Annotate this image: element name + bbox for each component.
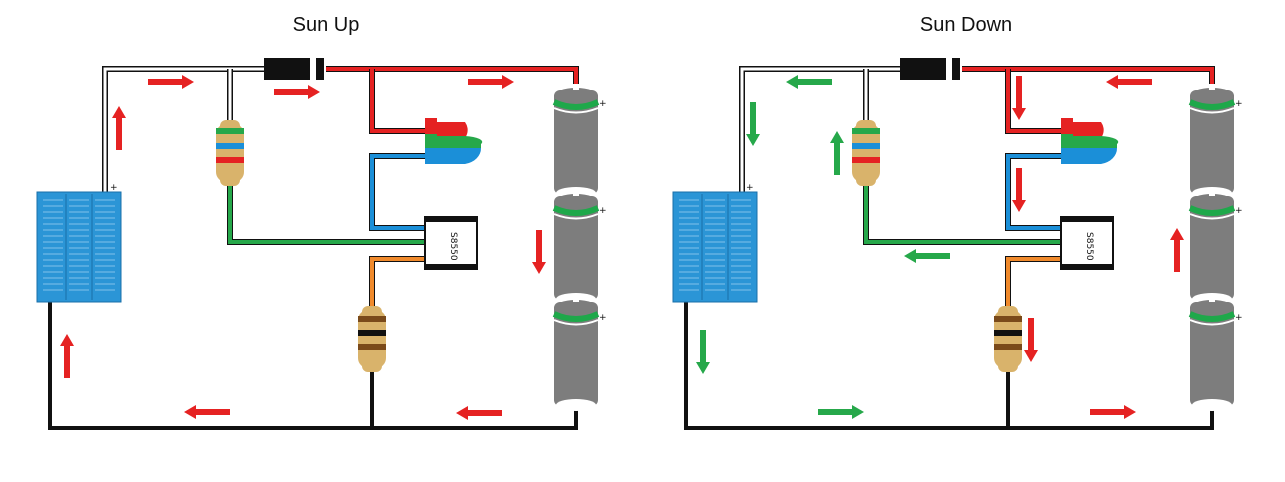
panel-plus-sign: + (110, 183, 118, 193)
arrow-icon (1024, 318, 1038, 362)
wires-left (48, 66, 579, 430)
panel-plus-sign: + (746, 183, 754, 193)
battery-plus-sign: + (1235, 206, 1243, 216)
transistor-label: S8550 (448, 232, 458, 261)
arrow-icon (456, 406, 502, 420)
arrow-icon (904, 249, 950, 263)
transistor-icon: S8550 (1060, 216, 1114, 270)
battery-icon (1190, 296, 1234, 411)
arrow-icon (1012, 168, 1026, 212)
diode-icon (900, 58, 960, 80)
battery-plus-sign: + (599, 313, 607, 323)
resistor-icon (852, 120, 880, 186)
arrow-icon (696, 330, 710, 374)
arrow-icon (786, 75, 832, 89)
diode-icon (264, 58, 324, 80)
arrow-icon (818, 405, 864, 419)
arrow-icon (60, 334, 74, 378)
arrow-icon (468, 75, 514, 89)
rgb-led-icon (1061, 118, 1119, 164)
battery-icon (554, 84, 598, 199)
resistor-icon (216, 120, 244, 186)
resistor-icon (358, 306, 386, 372)
arrow-icon (112, 106, 126, 150)
current-arrows-left (60, 75, 546, 420)
rgb-led-icon (425, 118, 483, 164)
arrow-icon (184, 405, 230, 419)
arrow-icon (830, 131, 844, 175)
arrow-icon (1106, 75, 1152, 89)
panel-title-sun-down: Sun Down (919, 14, 1013, 36)
arrow-icon (1090, 405, 1136, 419)
solar-panel-icon (672, 191, 758, 303)
panel-sun-down: + S8550 + + + (672, 58, 1243, 430)
arrow-icon (274, 85, 320, 99)
battery-icon (554, 190, 598, 305)
battery-icon (554, 296, 598, 411)
current-arrows-green (696, 75, 950, 419)
battery-plus-sign: + (599, 99, 607, 109)
transistor-label: S8550 (1084, 232, 1094, 261)
current-arrows-red (1012, 75, 1184, 419)
battery-plus-sign: + (599, 206, 607, 216)
panel-sun-up: + S8550 + + + (36, 58, 607, 430)
battery-plus-sign: + (1235, 99, 1243, 109)
wires-right (684, 66, 1215, 430)
battery-icon (1190, 84, 1234, 199)
arrow-icon (746, 102, 760, 146)
battery-icon (1190, 190, 1234, 305)
arrow-icon (1170, 228, 1184, 272)
arrow-icon (532, 230, 546, 274)
battery-plus-sign: + (1235, 313, 1243, 323)
transistor-icon: S8550 (424, 216, 478, 270)
arrow-icon (1012, 76, 1026, 120)
arrow-icon (148, 75, 194, 89)
solar-panel-icon (36, 191, 122, 303)
panel-title-sun-up: Sun Up (292, 14, 360, 36)
resistor-icon (994, 306, 1022, 372)
